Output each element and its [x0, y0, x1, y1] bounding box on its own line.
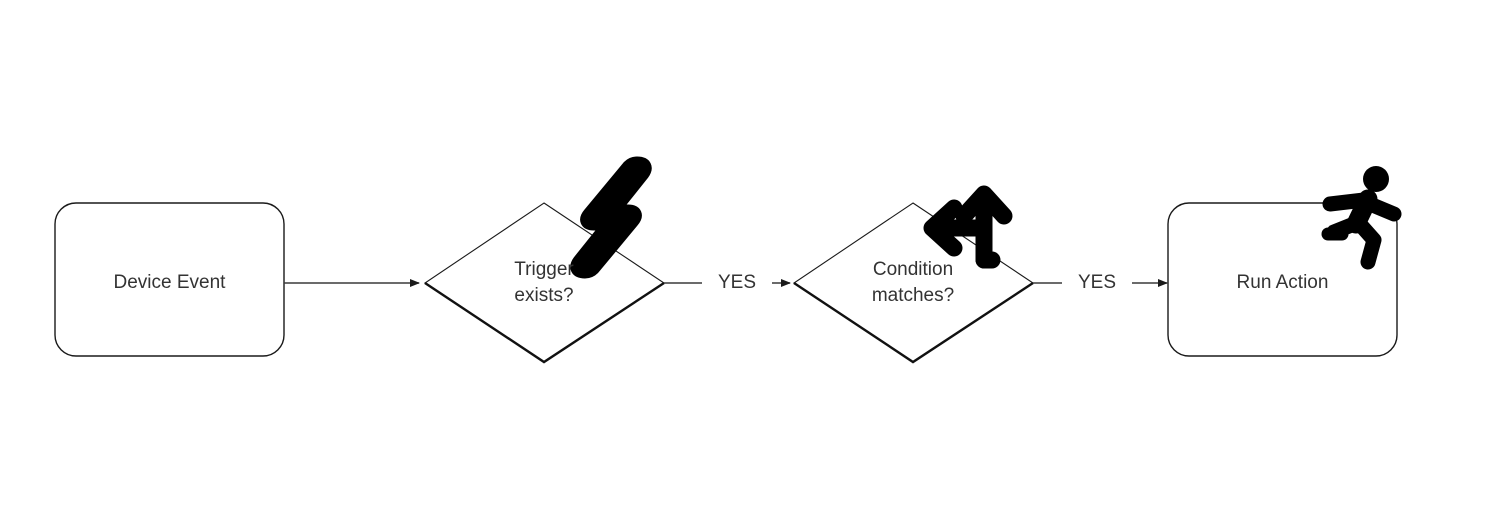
- running-person-icon: [1321, 166, 1402, 270]
- edge-label-condition-yes: YES: [1062, 272, 1132, 294]
- branch-fork-arrow-icon: [923, 185, 1013, 269]
- node-condition-matches-shadow-edge: [793, 281, 1034, 364]
- edge-label-trigger-yes: YES: [702, 272, 772, 294]
- node-run-action-shape[interactable]: [1167, 202, 1398, 357]
- node-device-event-shape[interactable]: [54, 202, 285, 357]
- node-trigger-exists-shadow-edge: [424, 281, 665, 364]
- node-condition-matches-shape[interactable]: [793, 202, 1034, 363]
- lightning-bolt-icon: [570, 156, 652, 279]
